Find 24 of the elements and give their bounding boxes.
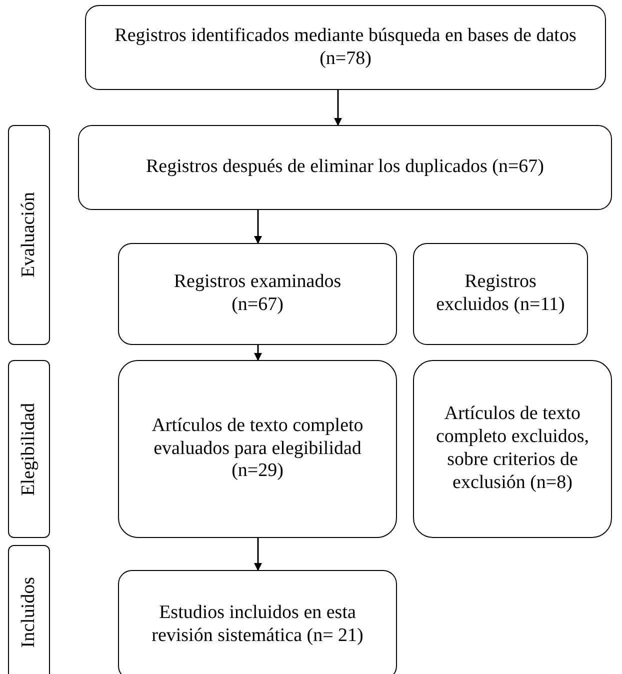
box-text: Registros examinados (n=67)	[172, 271, 342, 317]
stage-name: Incluidos	[18, 577, 40, 648]
box-text: Registros identificados mediante búsqueda en bases de datos (n=78)	[114, 24, 578, 70]
process-box	[85, 5, 606, 90]
process-box	[78, 125, 612, 210]
stage-label	[8, 360, 50, 538]
arrow	[334, 90, 342, 126]
process-box	[118, 243, 397, 345]
box-text: Estudios incluidos en esta revisión sistemática (n= 21)	[150, 602, 364, 648]
stage-name: Evaluación	[18, 192, 40, 278]
box-text: Registros después de eliminar los duplicados (n=67)	[146, 156, 544, 179]
stage-label	[8, 125, 50, 345]
arrow	[254, 538, 262, 571]
stage-name: Elegibilidad	[18, 402, 40, 496]
arrow	[254, 210, 262, 244]
exclusion-box	[413, 360, 612, 538]
box-text: Registros excluidos (n=11)	[435, 271, 566, 317]
box-text: Artículos de texto completo excluidos, sobre criterios de exclusión (n=8)	[434, 403, 590, 495]
exclusion-box	[413, 243, 588, 345]
process-box	[118, 360, 397, 538]
arrow	[254, 345, 262, 361]
process-box	[118, 570, 397, 674]
stage-label	[8, 545, 50, 674]
box-text: Artículos de texto completo evaluados para elegibilidad (n=29)	[150, 414, 364, 484]
